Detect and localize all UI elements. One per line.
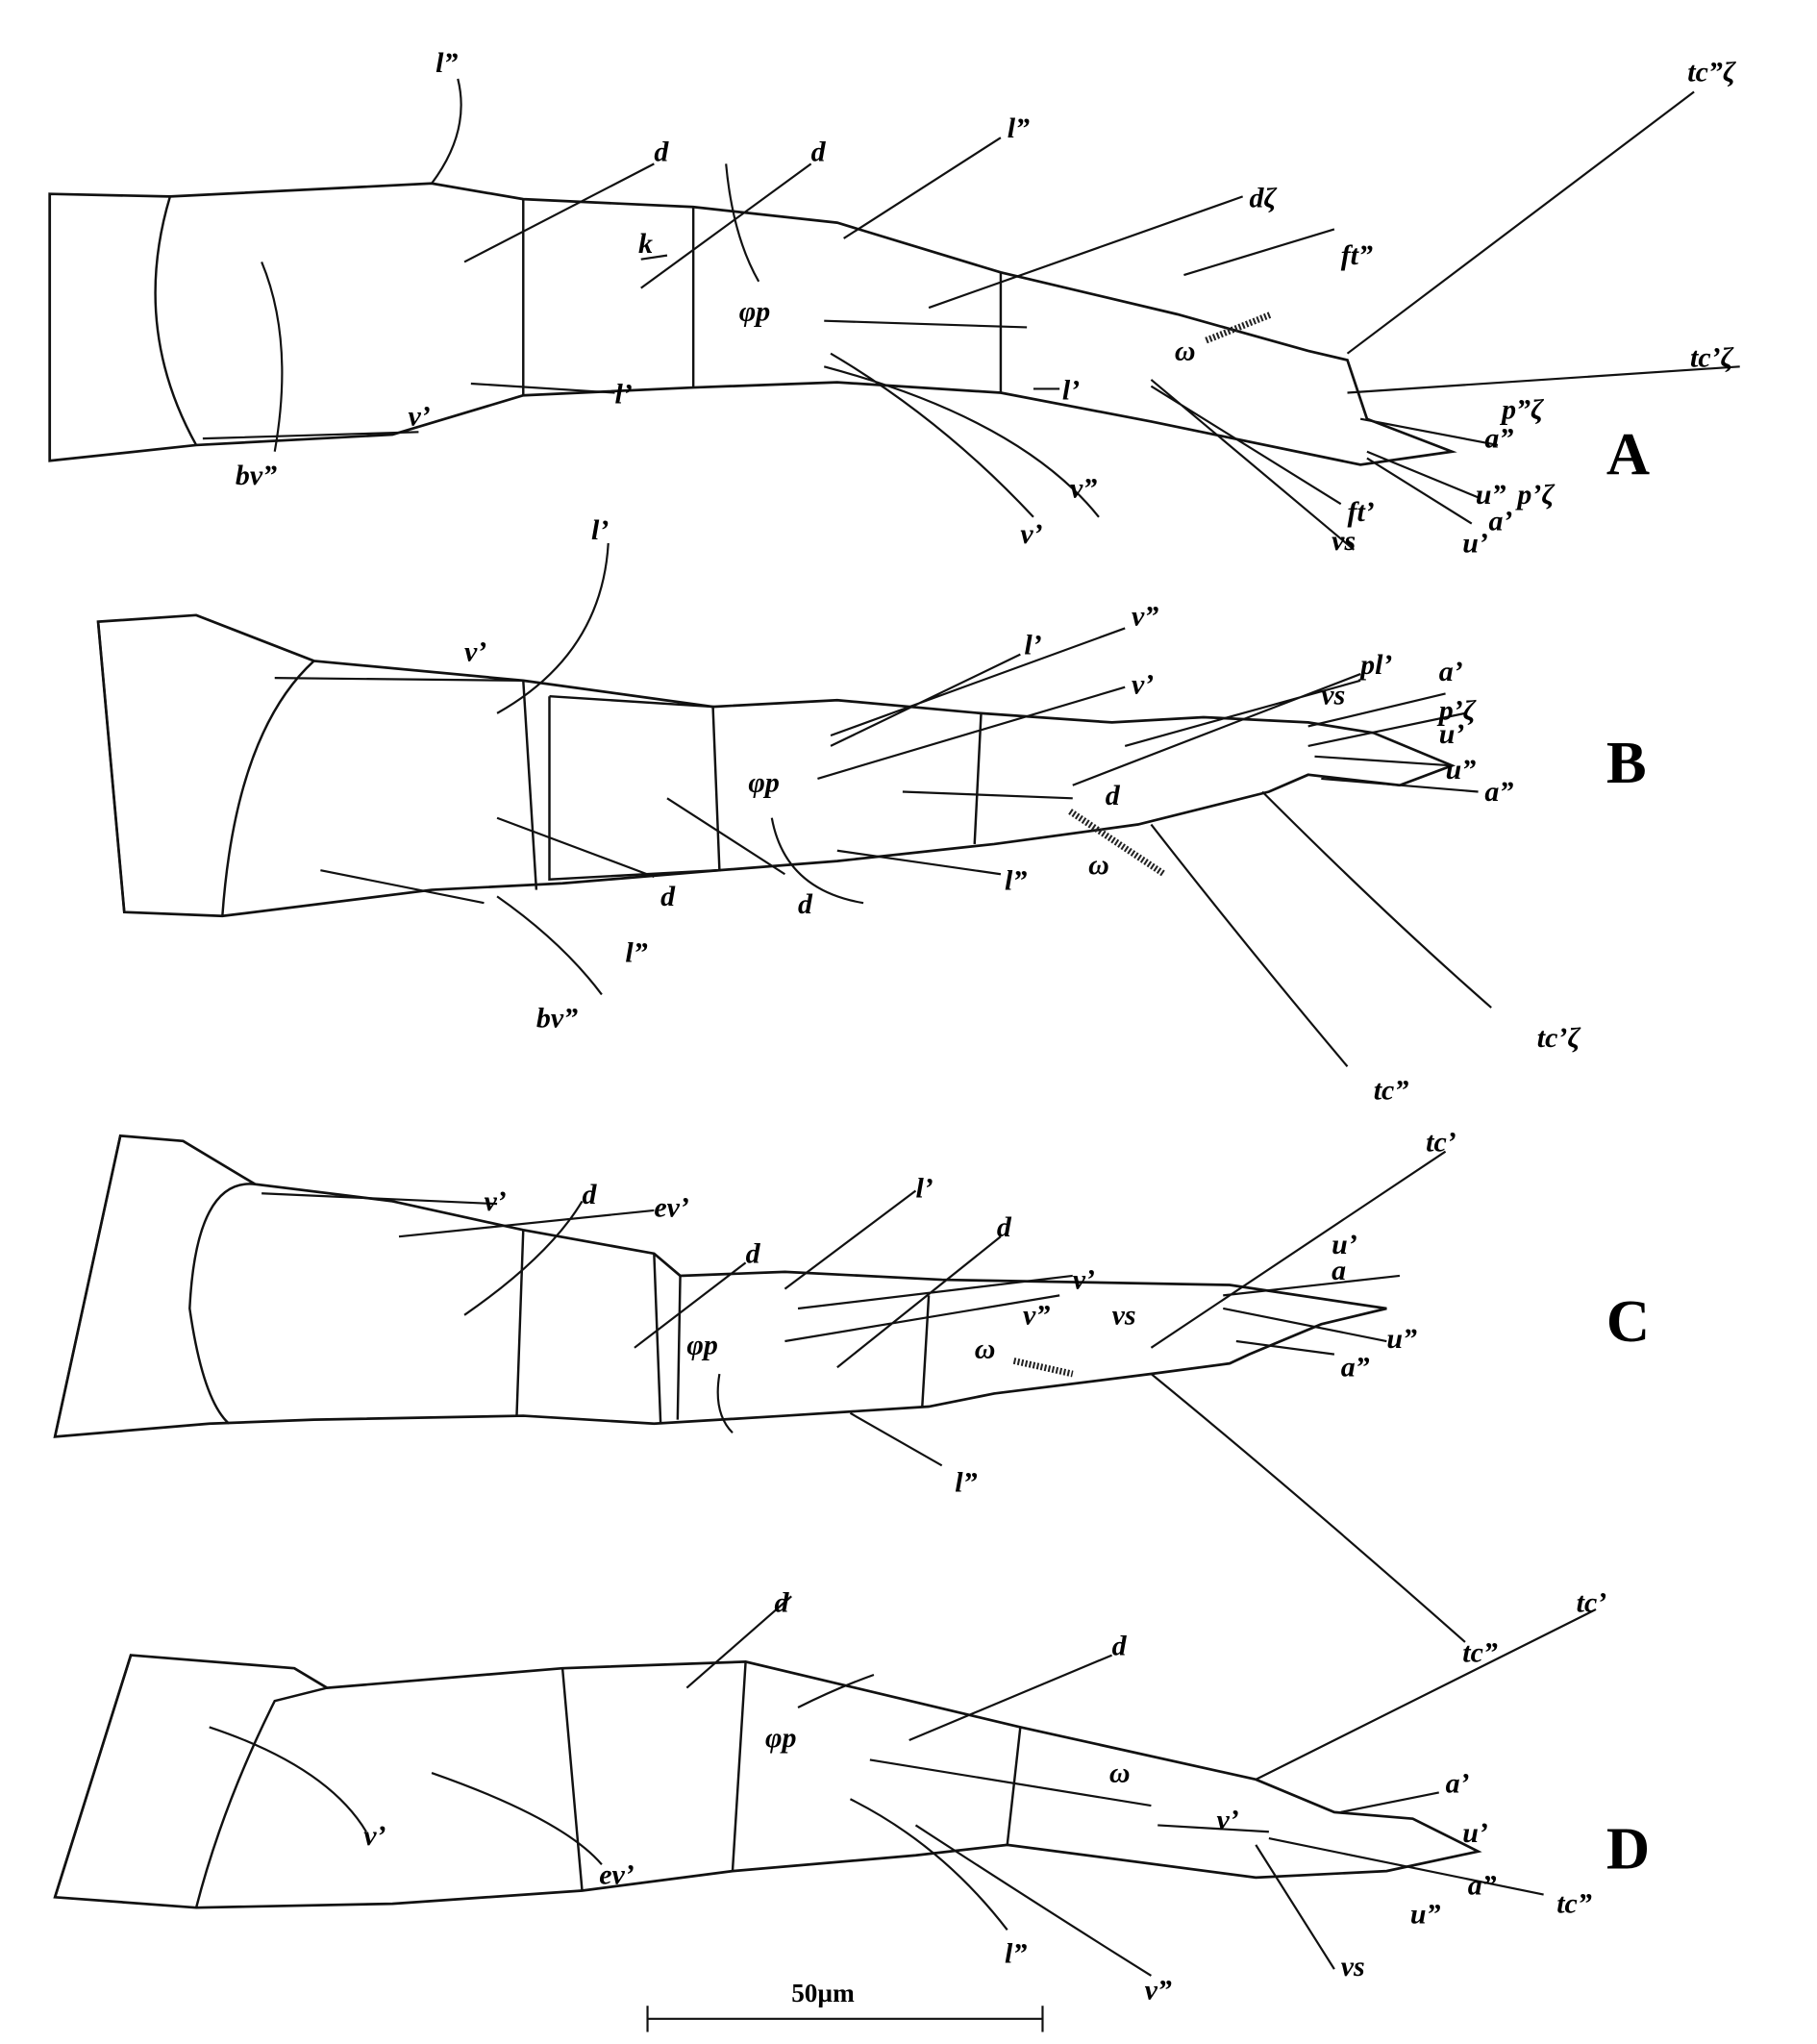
- panel-c-labels: tc’ v’ d ev’ l’ d d u’ a v’ v” vs φp ω u…: [484, 1127, 1650, 1669]
- panel-b-labels: l’ v’ l’ v” v’ pl’ vs a’ p’ζ u’ u” a” φp…: [464, 514, 1647, 1106]
- seta-label: φp: [739, 296, 771, 328]
- seta-label: u”: [1386, 1323, 1417, 1355]
- seta-label: v’: [363, 1820, 386, 1852]
- seta-label: d: [660, 881, 676, 912]
- panel-letter-c: C: [1606, 1287, 1650, 1355]
- panel-letter-d: D: [1606, 1814, 1650, 1882]
- seta-label: tc’: [1426, 1127, 1456, 1159]
- seta-label: v’: [1073, 1264, 1095, 1296]
- seta-label: ω: [1088, 849, 1109, 881]
- seta-label: v”: [1132, 601, 1158, 633]
- seta-label: a: [1332, 1255, 1346, 1286]
- seta-label: a”: [1341, 1352, 1370, 1383]
- scale-bar-label: 50µm: [791, 1979, 855, 2007]
- seta-label: φp: [765, 1722, 797, 1754]
- seta-label: vs: [1341, 1951, 1365, 1982]
- panel-a-leg: [48, 78, 1740, 551]
- seta-label: u”: [1476, 479, 1506, 511]
- seta-label: k: [638, 228, 653, 260]
- seta-label: l’: [1024, 630, 1041, 661]
- seta-label: p’ζ: [1436, 695, 1478, 727]
- seta-label: v’: [1020, 518, 1042, 550]
- seta-label: l”: [1005, 865, 1027, 897]
- panel-d-leg: [53, 1595, 1597, 1977]
- panel-a-labels: l” d d l” dζ tc”ζ k φp ft” ω tc’ζ p”ζ a”…: [236, 47, 1737, 559]
- panel-letter-a: A: [1606, 420, 1650, 487]
- panel-d-labels: d d tc’ φp ω a’ u’ v’ v’ ev’ a” tc” u” v…: [363, 1587, 1650, 2007]
- seta-label: ω: [1109, 1757, 1131, 1789]
- seta-label: φp: [748, 767, 780, 799]
- scale-bar: 50µm: [646, 1979, 1044, 2032]
- seta-label: tc”: [1462, 1636, 1498, 1668]
- seta-label: a’: [1439, 656, 1463, 687]
- panel-letter-b: B: [1606, 729, 1647, 796]
- seta-label: l’: [915, 1172, 933, 1204]
- seta-label: bv”: [236, 460, 277, 491]
- seta-label: l”: [955, 1466, 977, 1498]
- seta-label: p’ζ: [1514, 479, 1556, 511]
- seta-label: v’: [484, 1185, 506, 1217]
- seta-label: tc”: [1374, 1074, 1409, 1106]
- seta-label: bv”: [536, 1002, 578, 1034]
- seta-label: u’: [1462, 1817, 1488, 1849]
- panel-c-leg: [53, 1134, 1466, 1643]
- seta-label: p”ζ: [1499, 394, 1545, 426]
- seta-label: d: [1112, 1631, 1128, 1662]
- seta-label: dζ: [1249, 182, 1278, 213]
- seta-label: a’: [1488, 505, 1512, 536]
- seta-label: l’: [615, 378, 633, 410]
- seta-label: u’: [1439, 718, 1465, 750]
- seta-label: a”: [1468, 1870, 1497, 1902]
- seta-label: ev’: [599, 1859, 635, 1891]
- seta-label: u”: [1446, 754, 1477, 785]
- seta-label: d: [775, 1587, 790, 1619]
- seta-label: d: [583, 1179, 598, 1210]
- seta-label: tc’ζ: [1537, 1022, 1582, 1054]
- seta-label: l”: [1008, 112, 1030, 144]
- seta-label: v”: [1023, 1299, 1050, 1331]
- seta-label: d: [654, 137, 669, 168]
- seta-label: l”: [625, 936, 647, 968]
- seta-label: ft”: [1341, 239, 1373, 271]
- seta-label: l’: [1062, 374, 1080, 406]
- seta-label: ev’: [654, 1192, 689, 1224]
- seta-label: ft’: [1348, 496, 1375, 528]
- seta-label: u’: [1332, 1229, 1357, 1260]
- seta-label: tc”ζ: [1687, 57, 1737, 88]
- seta-label: a”: [1484, 776, 1513, 808]
- seta-label: v’: [1216, 1805, 1238, 1836]
- seta-label: l’: [591, 514, 609, 546]
- seta-label: φp: [686, 1330, 718, 1361]
- seta-label: vs: [1321, 679, 1345, 710]
- seta-label: pl’: [1357, 649, 1392, 681]
- seta-label: d: [1106, 780, 1121, 811]
- seta-label: vs: [1332, 525, 1356, 557]
- seta-label: v’: [464, 636, 486, 667]
- seta-label: ω: [1175, 335, 1196, 366]
- seta-label: vs: [1112, 1299, 1136, 1331]
- seta-label: a”: [1484, 423, 1513, 455]
- seta-label: tc’: [1577, 1587, 1607, 1619]
- panel-b-leg: [96, 542, 1492, 1067]
- seta-label: l”: [436, 47, 458, 79]
- seta-label: d: [811, 137, 827, 168]
- seta-label: tc’ζ: [1690, 341, 1735, 373]
- seta-label: u”: [1410, 1899, 1441, 1931]
- seta-label: a’: [1446, 1767, 1470, 1799]
- seta-label: tc”: [1556, 1888, 1592, 1920]
- seta-label: v”: [1145, 1974, 1172, 2006]
- seta-label: d: [746, 1237, 761, 1269]
- seta-label: v’: [409, 401, 431, 433]
- seta-label: u’: [1462, 528, 1488, 560]
- seta-label: d: [997, 1211, 1012, 1243]
- seta-label: ω: [975, 1334, 996, 1365]
- seta-label: v’: [1132, 668, 1154, 700]
- seta-label: l”: [1005, 1937, 1027, 1969]
- seta-label: d: [798, 888, 813, 920]
- seta-label: v”: [1070, 472, 1097, 504]
